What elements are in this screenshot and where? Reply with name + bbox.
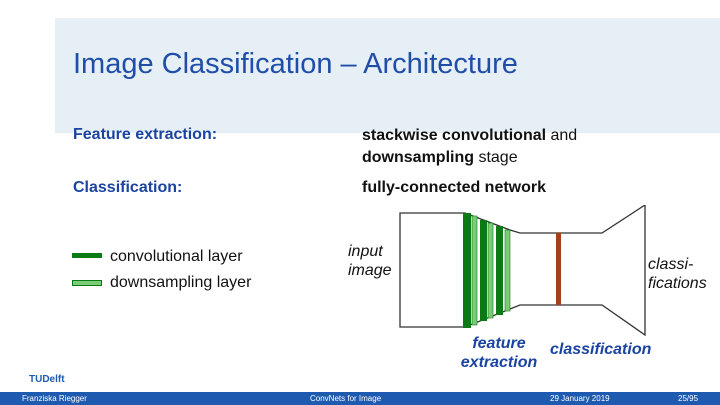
title-banner xyxy=(55,18,720,133)
conv-term: stackwise convolutional xyxy=(362,127,547,144)
legend-conv-label: convolutional layer xyxy=(110,248,243,265)
down-layer-3 xyxy=(504,229,511,312)
footer-page-number: 25/95 xyxy=(678,394,699,403)
input-label-line1: input xyxy=(348,243,383,260)
and-text: and xyxy=(546,127,578,144)
classification-label: Classification: xyxy=(73,179,183,196)
down-layer-2 xyxy=(487,222,494,319)
output-label-line2: fications xyxy=(648,275,707,292)
architecture-diagram xyxy=(399,205,646,337)
feature-extraction-caption: feature extraction xyxy=(452,334,546,372)
downsampling-term: downsampling xyxy=(362,149,474,166)
output-label-line1: classi- xyxy=(648,256,694,273)
footer-topic: ConvNets for Image xyxy=(310,394,382,403)
stage-text: stage xyxy=(474,149,518,166)
network-outline xyxy=(399,205,646,337)
output-label: classi- fications xyxy=(648,255,707,293)
input-label-line2: image xyxy=(348,262,392,279)
conv-layer-2 xyxy=(480,220,487,321)
conv-layer-3 xyxy=(496,226,503,315)
footer-bar xyxy=(0,392,720,405)
footer-author: Franziska Riegger xyxy=(22,394,87,403)
feature-extraction-label: Feature extraction: xyxy=(73,126,218,143)
slide-title: Image Classification – Architecture xyxy=(73,48,518,80)
legend-down-label: downsampling layer xyxy=(110,274,252,291)
conv-layer-1 xyxy=(463,213,471,328)
input-label: input image xyxy=(348,242,392,280)
feature-caption-line2: extraction xyxy=(460,354,538,371)
tudelft-logo: TUDelft xyxy=(29,374,65,385)
legend-down-swatch xyxy=(72,280,102,286)
feature-extraction-value: stackwise convolutional and downsampling… xyxy=(362,125,577,169)
down-layer-1 xyxy=(471,215,478,326)
feature-caption-line1: feature xyxy=(472,335,526,352)
legend-conv-swatch xyxy=(72,253,102,258)
fc-layer xyxy=(556,233,561,305)
fc-network-term: fully-connected network xyxy=(362,179,547,196)
footer-date: 29 January 2019 xyxy=(550,394,610,403)
classification-value: fully-connected network xyxy=(362,177,546,199)
classification-caption: classification xyxy=(550,341,652,358)
